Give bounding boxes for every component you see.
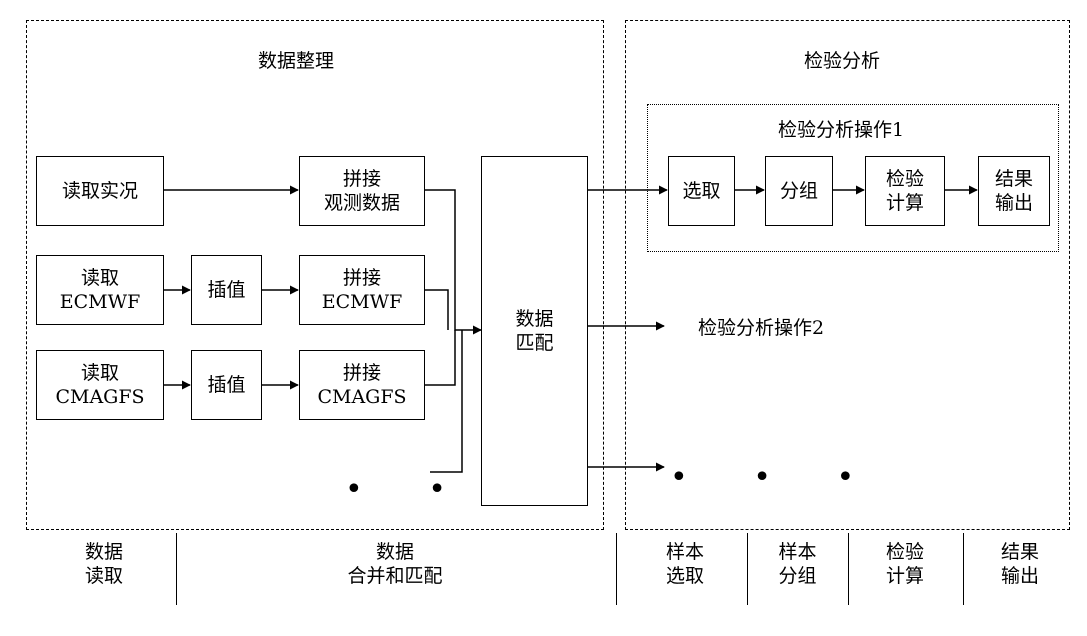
stage-divider xyxy=(176,533,177,605)
verification-calc-box: 检验 计算 xyxy=(865,156,945,226)
data-preparation-frame xyxy=(26,20,604,530)
analysis-operation-1-frame xyxy=(647,104,1059,252)
splice-cmagfs-box: 拼接 CMAGFS xyxy=(299,350,425,420)
read-ecmwf-box: 读取 ECMWF xyxy=(36,255,164,325)
read-observations-box: 读取实况 xyxy=(36,156,164,226)
verification-analysis-frame xyxy=(625,20,1070,530)
stage-divider xyxy=(963,533,964,605)
stage-label-verification-calc: 检验 计算 xyxy=(885,541,924,587)
interpolate-ecmwf-box: 插值 xyxy=(191,255,262,325)
stage-divider xyxy=(848,533,849,605)
analysis-operation-1-title: 检验分析操作1 xyxy=(778,119,905,141)
stage-label-result-output: 结果 输出 xyxy=(1000,541,1039,587)
connector-more-sources-to-match xyxy=(430,330,463,473)
stage-label-sample-group: 样本 分组 xyxy=(778,541,817,587)
stage-divider xyxy=(747,533,748,605)
connector-splice-obs-to-match xyxy=(425,189,482,335)
stage-label-sample-select: 样本 选取 xyxy=(665,541,704,587)
connector-splice-cma-to-match xyxy=(425,330,456,386)
stage-label-merge-match: 数据 合并和匹配 xyxy=(347,541,443,587)
data-preparation-title: 数据整理 xyxy=(258,50,335,72)
connector-splice-ec-to-match xyxy=(425,289,449,330)
read-cmagfs-box: 读取 CMAGFS xyxy=(36,350,164,420)
group-box: 分组 xyxy=(765,156,833,226)
verification-analysis-title: 检验分析 xyxy=(804,50,881,72)
analysis-operation-2-label: 检验分析操作2 xyxy=(698,317,825,339)
stage-divider xyxy=(616,533,617,605)
splice-ecmwf-box: 拼接 ECMWF xyxy=(299,255,425,325)
stage-label-data-read: 数据 读取 xyxy=(84,541,123,587)
splice-observations-box: 拼接 观测数据 xyxy=(299,156,425,226)
data-matching-box: 数据 匹配 xyxy=(481,156,588,506)
select-box: 选取 xyxy=(668,156,735,226)
interpolate-cmagfs-box: 插值 xyxy=(191,350,262,420)
more-operations-ellipsis: • • • xyxy=(670,460,883,495)
result-output-box: 结果 输出 xyxy=(978,156,1050,226)
